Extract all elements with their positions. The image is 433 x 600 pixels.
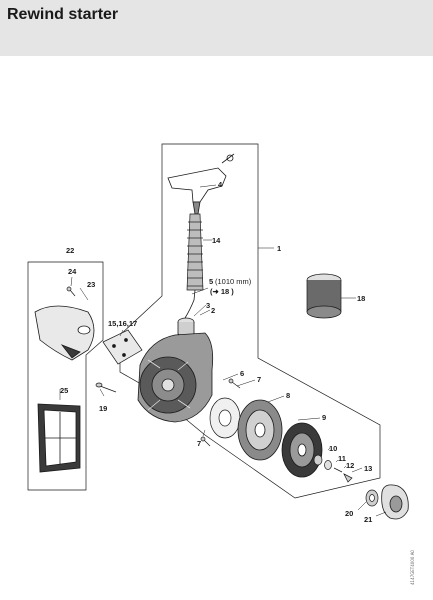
- screw-7b: [200, 436, 211, 447]
- callout-4: 4: [218, 180, 223, 189]
- filter-element: [306, 273, 342, 319]
- callout-3: 3: [206, 301, 210, 310]
- page-title: Rewind starter: [7, 6, 119, 23]
- pawl-pulley: [281, 422, 323, 478]
- callout-10: 10: [329, 444, 337, 453]
- grille-25: [37, 403, 81, 473]
- drawing-code: 4147GET4000 A0: [410, 550, 415, 585]
- callout-1: 1: [277, 244, 281, 253]
- rope-bellows: [186, 213, 204, 291]
- callout-15-16-17: 15,16,17: [108, 319, 137, 328]
- callout-23: 23: [87, 280, 95, 289]
- fan-housing: [137, 332, 214, 423]
- callout-8: 8: [286, 391, 290, 400]
- screw-24: [66, 286, 76, 297]
- callout-7b: 7: [197, 439, 201, 448]
- callout-5-reference: (➜ 18 ): [210, 287, 234, 296]
- page-header: Rewind starter: [0, 0, 433, 56]
- callout-22: 22: [66, 246, 74, 255]
- rope-rotor: [237, 399, 283, 461]
- screw-7a: [228, 378, 241, 389]
- callout-21: 21: [364, 515, 372, 524]
- small-parts-10-13: [313, 454, 353, 483]
- callout-20: 20: [345, 509, 353, 518]
- starter-rope: [184, 289, 196, 319]
- callout-25: 25: [60, 386, 68, 395]
- screw-19: [95, 382, 117, 393]
- callout-7a: 7: [257, 375, 261, 384]
- callout-18: 18: [357, 294, 365, 303]
- gasket-plate: [102, 329, 143, 365]
- callout-19: 19: [99, 404, 107, 413]
- callout-6: 6: [240, 369, 244, 378]
- callout-5: 5: [209, 277, 213, 286]
- washer-6: [209, 397, 241, 439]
- callout-9: 9: [322, 413, 326, 422]
- callout-2: 2: [211, 306, 215, 315]
- assembly-bracket-outline: [119, 143, 381, 499]
- callout-24: 24: [68, 267, 77, 276]
- washer-20: [365, 489, 379, 507]
- callout-11: 11: [338, 454, 346, 463]
- callout-5-length: (1010 mm): [215, 277, 252, 286]
- callout-12: 12: [346, 461, 354, 470]
- callout-13: 13: [364, 464, 372, 473]
- starter-grip: [167, 153, 235, 215]
- callout-14: 14: [212, 236, 221, 245]
- cover-23: [34, 305, 95, 361]
- cap-21: [381, 484, 409, 520]
- subassembly-bracket-outline: [27, 261, 104, 491]
